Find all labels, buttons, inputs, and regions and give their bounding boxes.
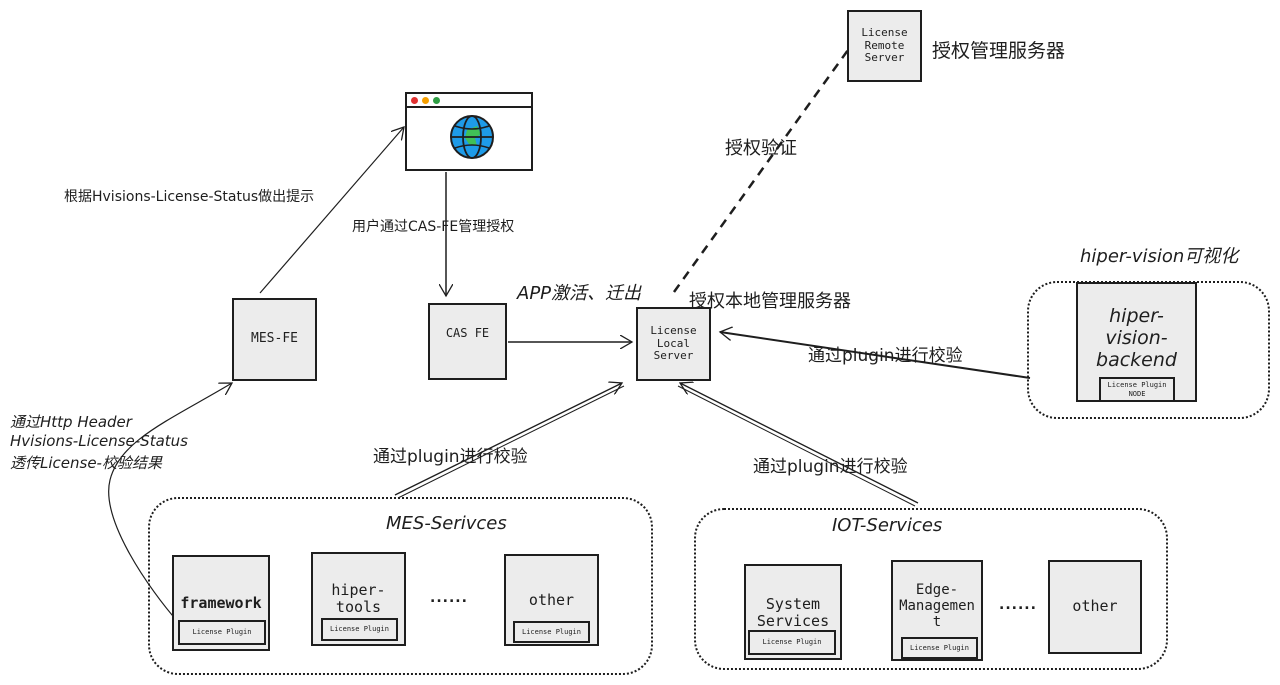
header-passthrough-line3: 透传License-校验结果 — [10, 454, 162, 472]
mes-services-group — [148, 497, 653, 675]
license-plugin-label: License Plugin — [521, 627, 581, 636]
license-local-server-node[interactable]: License Local Server — [636, 307, 711, 381]
mes-services-to-local-server-edge — [394, 383, 622, 496]
cas-manage-label: 用户通过CAS-FE管理授权 — [352, 219, 515, 235]
framework-license-plugin[interactable]: License Plugin — [178, 620, 266, 645]
mes-services-group-title: MES-Serivces — [386, 513, 507, 534]
license-plugin-node-label: NODE — [1128, 389, 1146, 398]
mes-more-services-ellipsis: ...... — [430, 590, 468, 606]
plugin-verify-vision-label: 通过plugin进行校验 — [808, 346, 963, 366]
license-remote-server-node[interactable]: License Remote Server — [847, 10, 922, 82]
app-activate-label: APP激活、迁出 — [517, 283, 642, 304]
license-local-server-label: License Local Server — [650, 324, 697, 363]
license-plugin-label: License Plugin — [1107, 381, 1167, 390]
mes-fe-node[interactable]: MES-FE — [232, 298, 317, 381]
hiper-tools-license-plugin[interactable]: License Plugin — [321, 618, 398, 641]
framework-label: framework — [180, 594, 262, 612]
window-minimize-dot — [422, 96, 429, 104]
iot-more-services-ellipsis: ...... — [999, 597, 1037, 613]
status-hint-label: 根据Hvisions-License-Status做出提示 — [64, 189, 315, 205]
license-plugin-label: License Plugin — [762, 638, 822, 647]
hiper-vision-backend-label: hiper- vision- backend — [1096, 305, 1177, 371]
mes-other-label: other — [528, 591, 575, 609]
mes-fe-label: MES-FE — [251, 331, 298, 347]
edge-management-label: Edge- Managemen t — [899, 582, 975, 631]
cas-fe-label: CAS FE — [445, 326, 490, 340]
local-server-description: 授权本地管理服务器 — [689, 291, 851, 312]
hiper-vision-backend-node[interactable]: hiper- vision- backend — [1076, 282, 1197, 402]
iot-services-to-local-server-edge — [680, 383, 919, 504]
hiper-vision-to-local-server-edge — [720, 332, 1031, 379]
mes-fe-to-browser-edge — [259, 127, 404, 294]
license-plugin-label: License Plugin — [329, 625, 389, 634]
mes-services-to-local-server-edge-stroke — [397, 385, 625, 499]
system-services-label: System Services — [756, 595, 830, 631]
hiper-vision-group-title: hiper-vision可视化 — [1080, 246, 1239, 267]
header-passthrough-line2: Hvisions-License-Status — [10, 432, 188, 450]
license-plugin-label: License Plugin — [909, 643, 969, 652]
header-passthrough-line1: 通过Http Header — [10, 413, 132, 431]
license-remote-server-label: License Remote Server — [861, 26, 908, 65]
globe-icon — [450, 115, 494, 159]
browser-window-icon — [405, 92, 533, 171]
hiper-tools-node[interactable]: hiper- tools — [311, 552, 406, 646]
plugin-verify-mes-label: 通过plugin进行校验 — [373, 447, 528, 467]
auth-verify-edge — [672, 49, 850, 293]
window-close-dot — [411, 96, 418, 104]
system-services-license-plugin[interactable]: License Plugin — [748, 630, 836, 655]
iot-other-node[interactable]: other — [1048, 560, 1142, 654]
hiper-tools-label: hiper- tools — [331, 581, 386, 617]
auth-verify-label: 授权验证 — [725, 138, 797, 159]
iot-services-group-title: IOT-Services — [832, 515, 943, 536]
plugin-verify-iot-label: 通过plugin进行校验 — [753, 457, 908, 477]
iot-services-to-local-server-edge-stroke — [677, 385, 916, 507]
cas-fe-node[interactable]: CAS FE — [428, 303, 507, 380]
license-plugin-node[interactable]: License Plugin NODE — [1099, 377, 1175, 402]
edge-management-license-plugin[interactable]: License Plugin — [901, 637, 978, 659]
license-plugin-label: License Plugin — [192, 628, 252, 637]
mes-other-license-plugin[interactable]: License Plugin — [513, 621, 590, 643]
window-maximize-dot — [433, 96, 440, 104]
iot-other-label: other — [1072, 597, 1118, 616]
iot-services-group — [694, 508, 1168, 670]
remote-server-description: 授权管理服务器 — [932, 40, 1066, 62]
